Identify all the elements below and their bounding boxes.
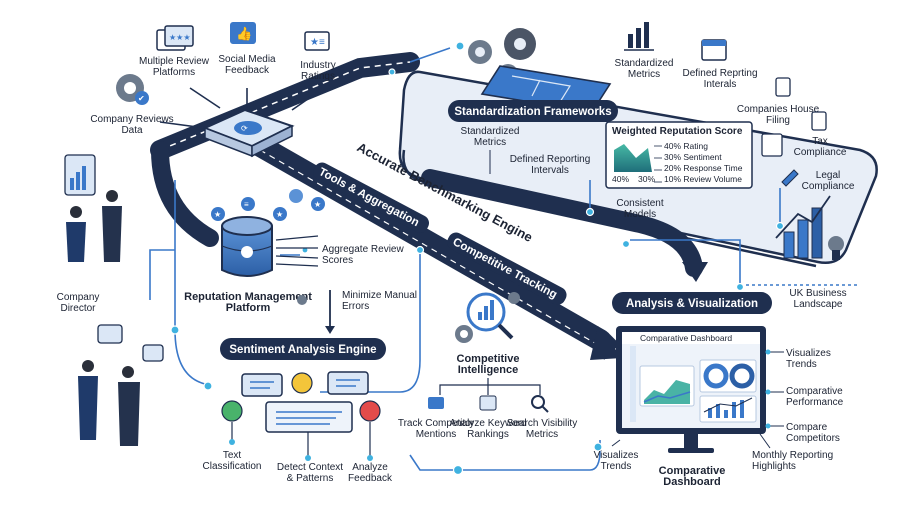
weighted-axis-1: 30% [638,174,655,184]
rocket-icon [781,169,799,187]
svg-text:≡: ≡ [244,200,249,209]
svg-text:★★★: ★★★ [169,33,191,42]
source-arrows [159,87,319,129]
label-detect-context: Detect Context& Patterns [277,462,343,484]
arrow-head-icon [682,262,708,282]
neutral-face-icon [291,372,313,394]
dashboard-monitor: Comparative Dashboard [616,326,766,453]
weighted-item-sentiment: 30% Sentiment [664,152,722,162]
weighted-item-response: 20% Response Time [664,163,743,173]
standardized-metrics-icon [624,22,654,51]
company-director-figures [64,154,122,262]
competitive-tree [439,378,541,395]
weighted-item-rating: 40% Rating [664,141,708,151]
svg-text:★: ★ [214,210,221,219]
reputation-database-icon [221,216,273,277]
arrow-head-icon [590,326,622,360]
team-figures-bottom-left [78,324,164,446]
connector-lines [149,47,860,471]
weighted-item-volume: 10% Review Volume [664,174,742,184]
social-feedback-icon: 👍 [230,22,256,44]
svg-text:★: ★ [276,210,283,219]
company-reviews-gear-icon: ✔ [116,74,149,105]
chat-bubble-icons [241,371,369,433]
dashboard-header-text: Comparative Dashboard [640,333,732,343]
calendar-icon [701,39,727,61]
analysis-banner: Analysis & Visualization [612,292,772,314]
warning-icon [297,295,307,305]
svg-text:★: ★ [314,200,321,209]
uk-bar-chart-icon [775,195,844,260]
aggregate-arrows [275,235,319,267]
keyword-rankings-icon [479,395,497,411]
platform-badges: ★ ≡ ★ ★ [211,189,325,221]
filing-doc-icon [775,77,791,97]
svg-text:Standardization Frameworks: Standardization Frameworks [454,106,611,118]
standardization-banner: Standardization Frameworks [448,100,618,122]
industry-ratings-icon: ★≡ [304,31,330,51]
competitive-magnifier-icon [455,292,520,343]
sentiment-engine-banner: Sentiment Analysis Engine [220,338,386,360]
svg-text:★≡: ★≡ [310,37,325,48]
weighted-title: Weighted Reputation Score [612,126,743,137]
callout-dots [765,349,771,429]
checklist-icon [761,133,783,157]
search-visibility-icon [531,395,549,413]
aggregation-hub: ⟳ [202,108,295,158]
weighted-score-card: Weighted Reputation Score 40% 30% 40% Ra… [605,121,753,189]
review-platforms-icon: ★★★ [156,25,194,51]
svg-text:Sentiment Analysis Engine: Sentiment Analysis Engine [229,344,376,356]
weighted-axis-0: 40% [612,174,629,184]
svg-text:⟳: ⟳ [241,124,248,133]
track-mentions-icon [428,397,444,409]
svg-text:✔: ✔ [138,94,145,103]
sad-face-icon [359,400,381,422]
happy-face-icon [221,400,243,422]
svg-text:Analysis & Visualization: Analysis & Visualization [626,298,758,310]
svg-text:👍: 👍 [236,26,252,41]
tax-doc-icon [811,111,827,131]
